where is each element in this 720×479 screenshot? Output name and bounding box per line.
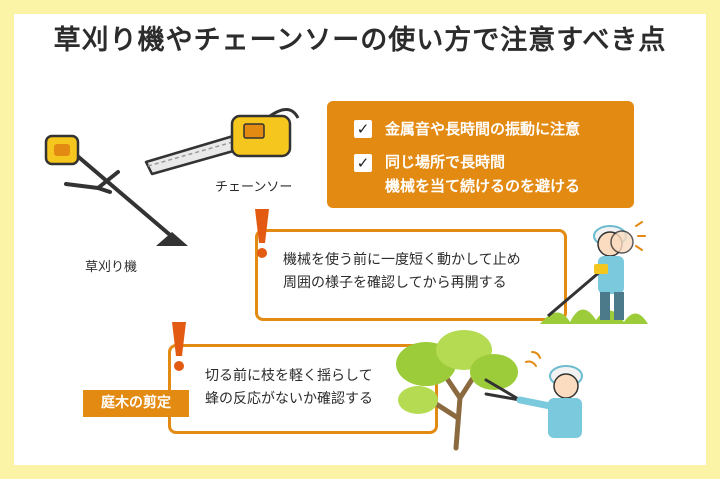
exclamation-icon xyxy=(172,322,186,371)
checklist-item-1: 金属音や長時間の振動に注意 xyxy=(385,120,581,138)
exclamation-icon xyxy=(255,209,269,258)
worker-mowing-illustration xyxy=(540,221,648,324)
warning-2-line-1: 切る前に枝を軽く揺らして xyxy=(205,368,373,384)
warning-card-2 xyxy=(168,344,438,434)
checklist-item-2-line-2: 機械を当て続けるのを避ける xyxy=(385,177,581,195)
gardener-pruning-illustration xyxy=(484,351,583,438)
brush-cutter-illustration xyxy=(44,134,188,246)
garden-pruning-tag: 庭木の剪定 xyxy=(83,390,189,417)
chainsaw-illustration xyxy=(144,108,300,176)
check-icon: ✓ xyxy=(354,154,372,172)
warning-card-1 xyxy=(255,229,567,321)
checklist-item-2-line-1: 同じ場所で長時間 xyxy=(385,153,506,171)
warning-2-line-2: 蜂の反応がないか確認する xyxy=(205,391,373,407)
chainsaw-label: チェーンソー xyxy=(215,180,293,195)
check-icon: ✓ xyxy=(354,120,372,138)
checklist-box xyxy=(327,101,634,208)
tree-illustration xyxy=(396,330,518,451)
page-title: 草刈り機やチェーンソーの使い方で注意すべき点 xyxy=(53,25,667,56)
warning-1-line-1: 機械を使う前に一度短く動かして止め xyxy=(283,252,521,268)
warning-1-line-2: 周囲の様子を確認してから再開する xyxy=(283,275,507,291)
mower-label: 草刈り機 xyxy=(85,260,138,275)
